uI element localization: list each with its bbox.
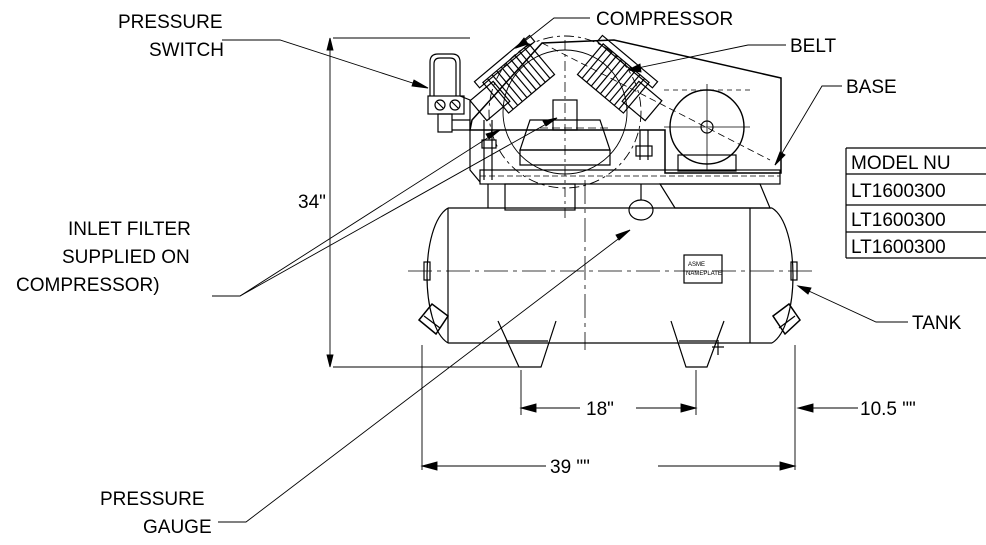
model-table <box>845 147 986 259</box>
tank-drain-left <box>417 302 450 336</box>
leg-spacing-dimension <box>519 370 698 415</box>
pressure-gauge <box>628 184 654 221</box>
nameplate-text-line1: ASME <box>688 262 705 268</box>
tank-offset-dimension <box>796 403 858 413</box>
model-table-row: LT1600300 <box>851 210 946 231</box>
tank-leg-left <box>497 320 557 368</box>
height-dimension-label: 34" <box>298 192 326 213</box>
height-dimension <box>326 37 521 368</box>
model-table-header: MODEL NU <box>851 153 951 174</box>
inlet-filter-label-line1: INLET FILTER <box>68 219 191 240</box>
asme-nameplate <box>683 254 723 284</box>
pressure-gauge-label-line2: GAUGE <box>143 517 212 538</box>
compressor-leader <box>514 17 590 49</box>
pressure-switch <box>427 53 481 183</box>
tank-leader <box>796 285 908 323</box>
pressure-switch-leader <box>222 39 429 89</box>
base-label: BASE <box>846 77 897 98</box>
pressure-switch-label-line2: SWITCH <box>149 40 224 61</box>
pressure-gauge-label-line1: PRESSURE <box>100 489 205 510</box>
nameplate-text-line2: NAMEPLATE <box>686 271 722 277</box>
overall-length-label: 39 "" <box>550 457 590 478</box>
motor <box>664 84 750 172</box>
compressor-pump <box>469 34 663 220</box>
base-leader <box>774 85 842 166</box>
tank-body <box>408 180 815 350</box>
overall-length-dimension <box>420 345 797 471</box>
base-plate <box>479 169 781 211</box>
belt-leader <box>626 44 786 73</box>
model-table-row: LT1600300 <box>851 237 946 258</box>
pressure-gauge-leader <box>218 229 631 523</box>
tank-leg-right <box>670 320 725 368</box>
tank-offset-label: 10.5 "" <box>860 399 916 420</box>
tank-drain-right <box>771 302 801 336</box>
inlet-filter-label-line2: SUPPLIED ON <box>62 247 190 268</box>
leg-spacing-label: 18" <box>586 399 614 420</box>
model-table-row: LT1600300 <box>851 181 946 202</box>
inlet-filter-leader <box>212 117 558 297</box>
compressor-label: COMPRESSOR <box>596 9 733 30</box>
pressure-switch-label-line1: PRESSURE <box>118 12 223 33</box>
inlet-filter-label-line3: COMPRESSOR) <box>16 275 160 296</box>
belt-label: BELT <box>790 36 837 57</box>
tank-label: TANK <box>912 313 962 334</box>
